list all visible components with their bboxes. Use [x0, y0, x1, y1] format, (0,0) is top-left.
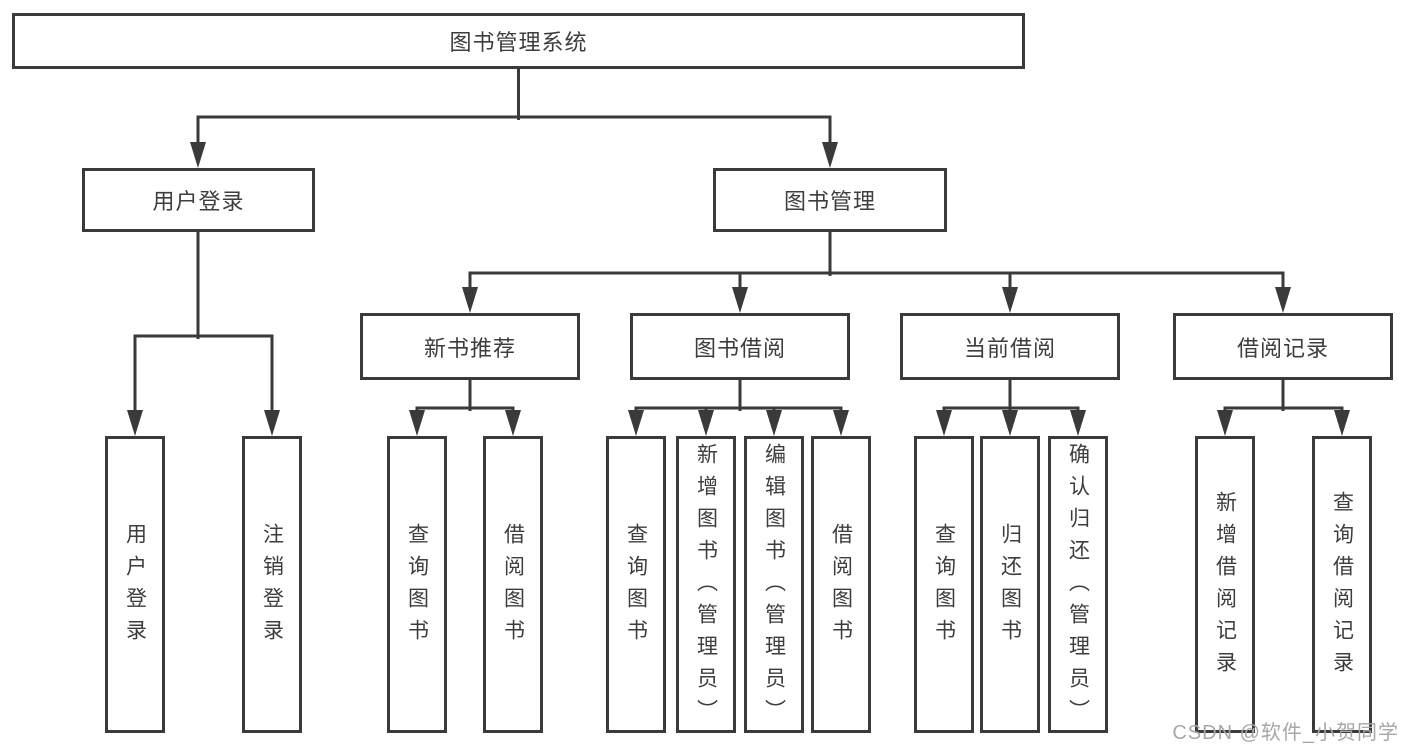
arrowhead: [1002, 410, 1018, 436]
arrowhead: [264, 410, 280, 436]
node-library-management-system: 图书管理系统: [12, 13, 1025, 69]
arrowhead: [766, 410, 782, 436]
arrowhead: [505, 410, 521, 436]
arrowhead: [628, 410, 644, 436]
leaf-query-books-recommend: 查询图书: [387, 436, 447, 733]
arrowhead: [1334, 410, 1350, 436]
arrowhead: [732, 287, 748, 313]
leaf-user-login: 用户登录: [105, 436, 165, 733]
node-current-borrowing: 当前借阅: [900, 313, 1120, 380]
leaf-query-books-borrow: 查询图书: [606, 436, 666, 733]
arrowhead: [1275, 287, 1291, 313]
leaf-query-borrow-record: 查询借阅记录: [1312, 436, 1372, 733]
arrowhead: [1217, 410, 1233, 436]
node-book-borrowing: 图书借阅: [630, 313, 850, 380]
arrowhead: [1070, 410, 1086, 436]
leaf-borrow-books-recommend: 借阅图书: [483, 436, 543, 733]
leaf-add-books-admin: 新增图书（管理员）: [676, 436, 736, 733]
arrowhead: [409, 410, 425, 436]
leaf-return-books: 归还图书: [980, 436, 1040, 733]
leaf-add-borrow-record: 新增借阅记录: [1195, 436, 1255, 733]
node-book-management: 图书管理: [713, 168, 947, 232]
leaf-borrow-books: 借阅图书: [811, 436, 871, 733]
arrowhead: [822, 142, 838, 168]
node-new-book-recommendation: 新书推荐: [360, 313, 580, 380]
arrowhead: [462, 287, 478, 313]
node-user-login: 用户登录: [82, 168, 315, 232]
leaf-edit-books-admin: 编辑图书（管理员）: [744, 436, 804, 733]
arrowhead: [1002, 287, 1018, 313]
arrowhead: [833, 410, 849, 436]
leaf-query-books-current: 查询图书: [914, 436, 974, 733]
leaf-logout: 注销登录: [242, 436, 302, 733]
arrowhead: [698, 410, 714, 436]
csdn-watermark: CSDN @软件_小贺同学: [1172, 722, 1399, 744]
arrowhead: [936, 410, 952, 436]
arrowhead: [127, 410, 143, 436]
arrowhead: [190, 142, 206, 168]
node-borrowing-records: 借阅记录: [1173, 313, 1393, 380]
leaf-confirm-return-admin: 确认归还（管理员）: [1048, 436, 1108, 733]
